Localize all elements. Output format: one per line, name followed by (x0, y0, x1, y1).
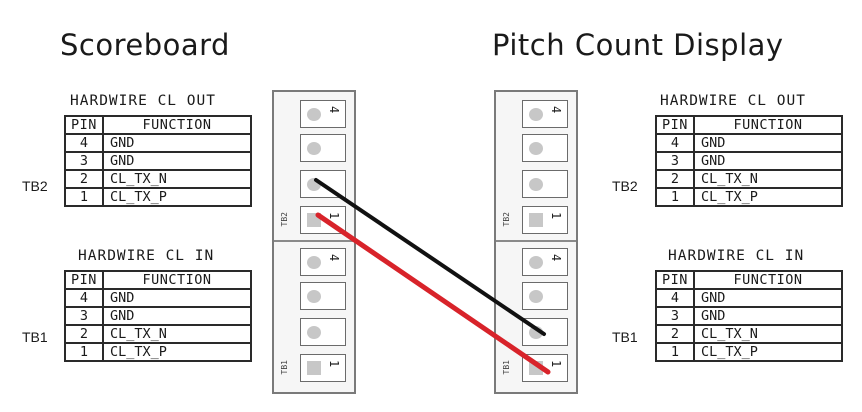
terminal-slot: 4 (522, 100, 568, 128)
pitch-count-display-title: Pitch Count Display (492, 28, 784, 62)
terminal-slot (522, 170, 568, 198)
right-tb2-heading: HARDWIRE CL OUT (660, 93, 806, 109)
pin-number-label: 1 (549, 212, 563, 220)
terminal-slot (522, 134, 568, 162)
pitch-display-terminal-strip: TB2 TB1 4 1 4 1 (494, 90, 578, 394)
pin-cell: 2 (655, 169, 695, 189)
pin-cell: 3 (655, 306, 695, 326)
right-tb1-heading: HARDWIRE CL IN (668, 248, 805, 264)
pin-number-label: 4 (327, 254, 341, 262)
pin-cell: 1 (64, 187, 104, 207)
left-tb2-heading: HARDWIRE CL OUT (70, 93, 216, 109)
function-column-header: FUNCTION (102, 270, 252, 290)
right-tb2-label: TB2 (612, 178, 638, 194)
right-tb1-label: TB1 (612, 329, 638, 345)
pin-cell: 3 (64, 306, 104, 326)
pin-cell: 1 (655, 342, 695, 362)
scoreboard-title: Scoreboard (60, 28, 230, 62)
function-cell: GND (102, 133, 252, 153)
screw-icon (307, 108, 321, 121)
function-column-header: FUNCTION (102, 115, 252, 135)
function-cell: CL_TX_P (102, 342, 252, 362)
function-cell: GND (102, 151, 252, 171)
function-column-header: FUNCTION (693, 115, 843, 135)
function-cell: CL_TX_N (102, 324, 252, 344)
terminal-slot: 1 (522, 206, 568, 234)
function-cell: CL_TX_N (693, 324, 843, 344)
screw-icon (307, 142, 321, 155)
pin-column-header: PIN (655, 115, 695, 135)
function-cell: GND (102, 288, 252, 308)
function-cell: GND (693, 306, 843, 326)
square-pad-icon (529, 213, 543, 227)
screw-icon (529, 108, 543, 121)
block-divider (496, 240, 576, 242)
screw-icon (529, 256, 543, 269)
pin-number-label: 1 (327, 212, 341, 220)
terminal-slot: 1 (300, 354, 346, 382)
pin-cell: 4 (655, 288, 695, 308)
pin-cell: 4 (64, 288, 104, 308)
function-cell: CL_TX_P (102, 187, 252, 207)
pin-cell: 3 (655, 151, 695, 171)
block-divider (274, 240, 354, 242)
pin-cell: 4 (64, 133, 104, 153)
pin-cell: 2 (64, 324, 104, 344)
function-column-header: FUNCTION (693, 270, 843, 290)
terminal-slot (522, 282, 568, 310)
pin-number-label: 4 (549, 254, 563, 262)
pin-column-header: PIN (655, 270, 695, 290)
pin-column-header: PIN (64, 270, 104, 290)
function-cell: GND (693, 151, 843, 171)
pin-number-label: 4 (549, 106, 563, 114)
function-cell: GND (693, 133, 843, 153)
scoreboard-terminal-strip: TB2 TB1 4 1 4 1 (272, 90, 356, 394)
pin-cell: 4 (655, 133, 695, 153)
left-tb2-label: TB2 (22, 178, 48, 194)
pin-number-label: 1 (549, 360, 563, 368)
function-cell: CL_TX_N (102, 169, 252, 189)
function-cell: CL_TX_P (693, 187, 843, 207)
terminal-slot (300, 282, 346, 310)
screw-icon (529, 290, 543, 303)
terminal-slot: 4 (522, 248, 568, 276)
pin-cell: 3 (64, 151, 104, 171)
square-pad-icon (307, 361, 321, 375)
terminal-slot: 4 (300, 100, 346, 128)
left-tb1-label: TB1 (22, 329, 48, 345)
red-wire (315, 212, 551, 375)
black-wire (314, 178, 546, 336)
screw-icon (529, 142, 543, 155)
terminal-slot (300, 318, 346, 346)
function-cell: GND (693, 288, 843, 308)
pin-cell: 2 (655, 324, 695, 344)
pin-number-label: 4 (327, 106, 341, 114)
pin-cell: 1 (64, 342, 104, 362)
screw-icon (529, 178, 543, 191)
function-cell: GND (102, 306, 252, 326)
screw-icon (307, 326, 321, 339)
function-cell: CL_TX_P (693, 342, 843, 362)
left-tb1-heading: HARDWIRE CL IN (78, 248, 215, 264)
terminal-slot (300, 134, 346, 162)
pin-cell: 1 (655, 187, 695, 207)
screw-icon (307, 256, 321, 269)
function-cell: CL_TX_N (693, 169, 843, 189)
pin-column-header: PIN (64, 115, 104, 135)
screw-icon (307, 290, 321, 303)
pin-number-label: 1 (327, 360, 341, 368)
pin-cell: 2 (64, 169, 104, 189)
terminal-slot: 4 (300, 248, 346, 276)
